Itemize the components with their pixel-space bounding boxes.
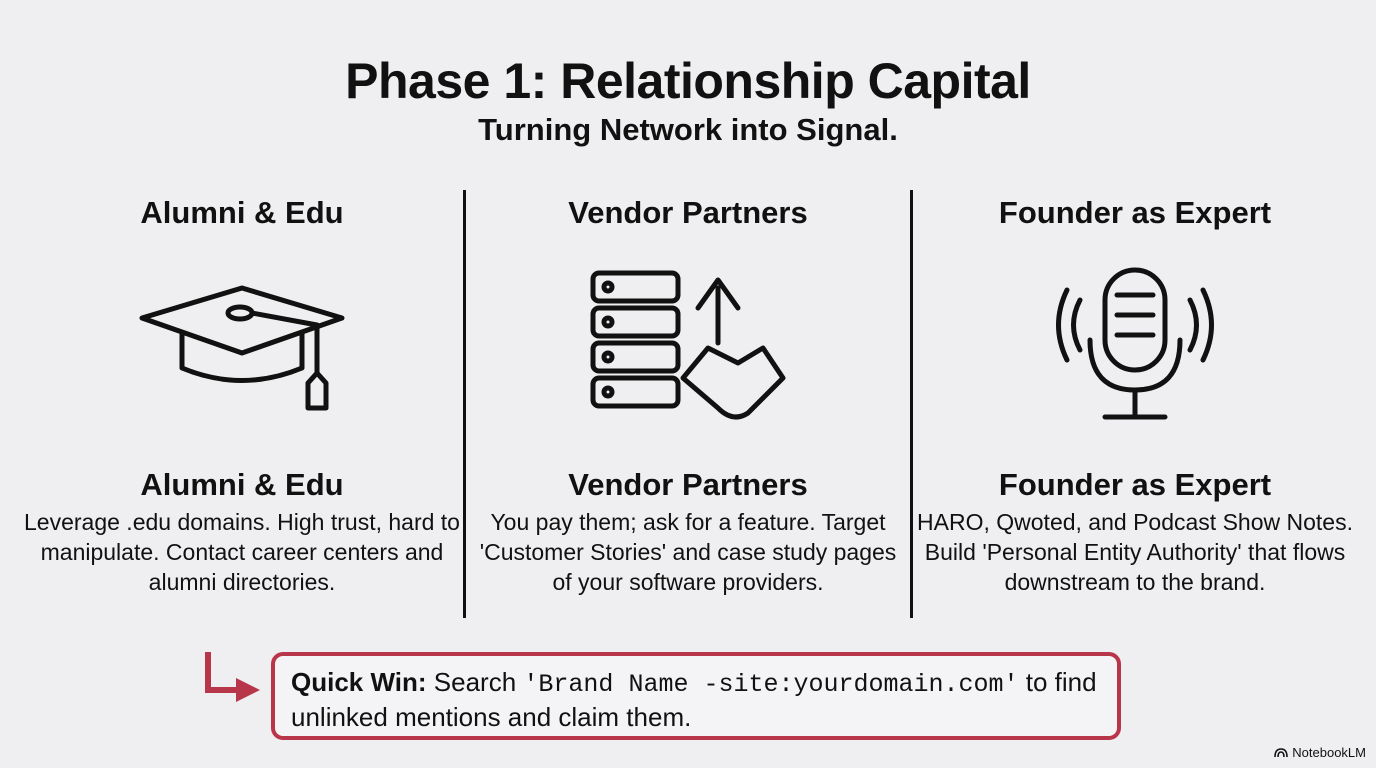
- column-heading: Vendor Partners: [568, 195, 808, 230]
- column-subheading: Founder as Expert: [998, 467, 1272, 502]
- arrow-icon: [205, 652, 260, 702]
- divider: [910, 190, 913, 618]
- column-vendor: Vendor Partners Vendor Partners You pay …: [468, 190, 908, 597]
- brand-watermark: NotebookLM: [1274, 745, 1366, 760]
- column-body: Leverage .edu domains. High trust, hard …: [24, 509, 460, 595]
- column-alumni: Alumni & Edu Alumni & Edu Leverage .edu …: [22, 190, 462, 597]
- microphone-icon: [915, 240, 1355, 455]
- quick-win-text: Search: [433, 667, 517, 697]
- quick-win-label: Quick Win:: [291, 667, 427, 697]
- column-subheading: Alumni & Edu: [140, 467, 344, 502]
- column-heading: Founder as Expert: [998, 195, 1272, 230]
- column-heading: Alumni & Edu: [140, 195, 344, 230]
- column-body: HARO, Qwoted, and Podcast Show Notes. Bu…: [917, 509, 1353, 595]
- column-founder: Founder as Expert Founder as Expert HARO…: [915, 190, 1355, 597]
- divider: [463, 190, 466, 618]
- quick-win-callout: Quick Win: Search 'Brand Name -site:your…: [271, 652, 1121, 740]
- notebooklm-logo-icon: [1274, 748, 1289, 758]
- page-subtitle: Turning Network into Signal.: [478, 112, 898, 147]
- search-query-code: 'Brand Name -site:yourdomain.com': [523, 670, 1019, 699]
- graduation-cap-icon: [22, 240, 462, 455]
- server-handshake-icon: [468, 240, 908, 455]
- quick-win-text: to find unlinked mentions and claim them…: [291, 667, 1097, 732]
- page-title: Phase 1: Relationship Capital: [345, 53, 1031, 109]
- column-body: You pay them; ask for a feature. Target …: [479, 509, 897, 595]
- column-subheading: Vendor Partners: [568, 467, 808, 502]
- brand-name: NotebookLM: [1292, 745, 1366, 760]
